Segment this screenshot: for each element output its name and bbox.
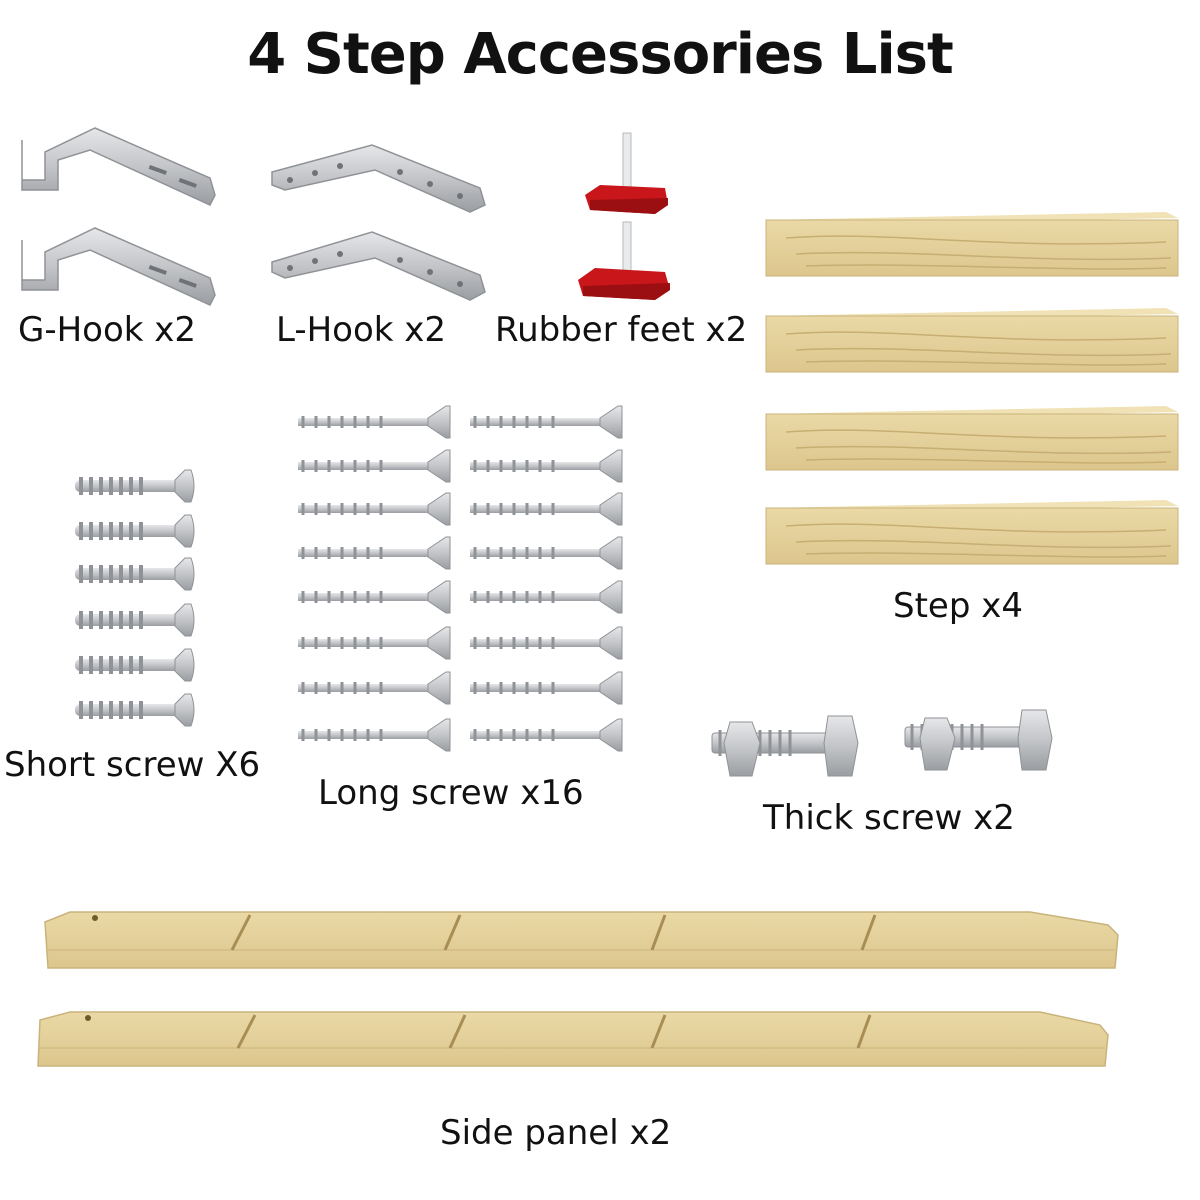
side-panel-icon [37, 911, 1119, 1067]
short-screw-icon [73, 468, 196, 728]
g-hook-label: G-Hook x2 [18, 310, 197, 350]
long-screw-icon [296, 404, 624, 753]
step-board-icon [765, 211, 1179, 565]
g-hook-icon [21, 127, 216, 306]
l-hook-icon [271, 144, 486, 301]
side-panel-label: Side panel x2 [440, 1113, 672, 1153]
step-label: Step x4 [893, 586, 1023, 626]
l-hook-label: L-Hook x2 [276, 310, 447, 350]
short-screw-label: Short screw X6 [4, 745, 261, 785]
thick-screw-icon [711, 709, 1053, 777]
thick-screw-label: Thick screw x2 [763, 798, 1015, 838]
rubber-feet-label: Rubber feet x2 [495, 310, 748, 350]
page-title: 4 Step Accessories List [247, 22, 954, 87]
rubber-feet-icon [578, 132, 670, 300]
long-screw-label: Long screw x16 [318, 773, 584, 813]
